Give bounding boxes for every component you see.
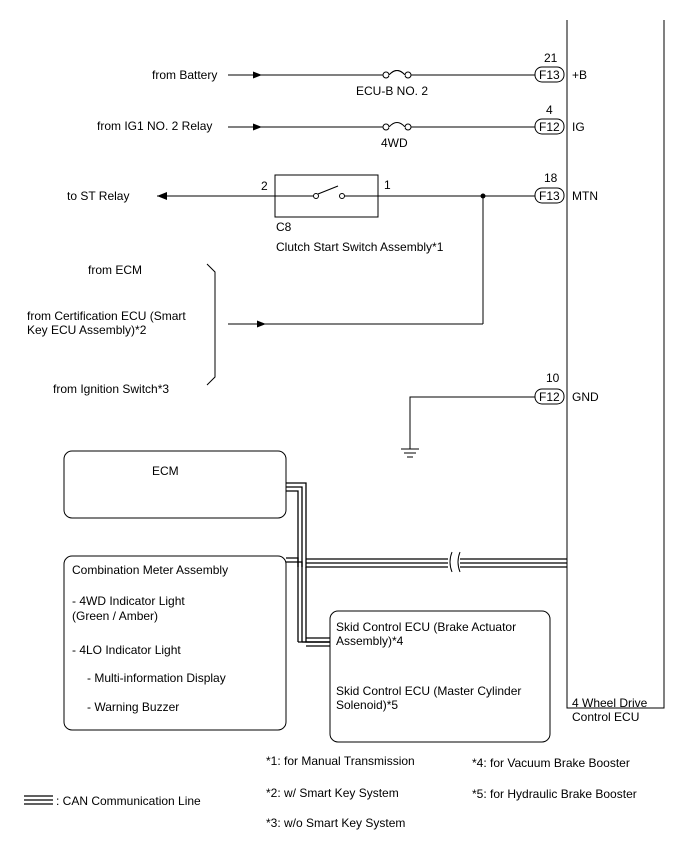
combination-meter-box: Combination Meter Assembly - 4WD Indicat… — [63, 555, 287, 731]
break-mark-icon — [457, 551, 461, 573]
connector-f12-label: F12 — [539, 120, 560, 134]
ecu-label-line2: Control ECU — [572, 710, 639, 724]
from-battery-label: from Battery — [152, 68, 217, 82]
terminal-ig-label: IG — [572, 120, 585, 134]
can-bus — [286, 482, 567, 647]
ecm-box: ECM — [63, 450, 287, 519]
connector-f13-pin18 — [534, 187, 565, 204]
fuse-icon — [382, 70, 412, 79]
fuse-4wd-label: 4WD — [381, 136, 408, 150]
meter-item-warning-buzzer: - Warning Buzzer — [87, 700, 179, 714]
meter-item-4wd-light: - 4WD Indicator Light — [72, 594, 185, 608]
pin-number-10: 10 — [546, 371, 560, 385]
from-ecm-label: from ECM — [88, 263, 142, 277]
connector-f13-pin21 — [534, 66, 565, 83]
pin-number-21: 21 — [544, 51, 558, 65]
mtn-circuit: to ST Relay 2 1 C8 Clutch Start Switch A… — [27, 171, 598, 396]
meter-title: Combination Meter Assembly — [72, 563, 228, 577]
footnote-1: *1: for Manual Transmission — [266, 754, 415, 768]
pin-number-4: 4 — [546, 103, 553, 117]
fuse-ecub-label: ECU-B NO. 2 — [356, 84, 428, 98]
footnote-3: *3: w/o Smart Key System — [266, 816, 405, 830]
skid-control-ecu-box: Skid Control ECU (Brake Actuator Assembl… — [329, 610, 551, 743]
terminal-mtn-label: MTN — [572, 189, 598, 203]
from-ignition-switch-label: from Ignition Switch*3 — [53, 382, 169, 396]
skid-ecu-line1: Skid Control ECU (Brake Actuator — [336, 620, 516, 634]
skid-ecu-line3: Skid Control ECU (Master Cylinder — [336, 684, 521, 698]
from-ig1-relay-label: from IG1 NO. 2 Relay — [97, 119, 212, 133]
to-st-relay-label: to ST Relay — [67, 189, 129, 203]
arrow-right-icon — [257, 320, 266, 328]
connector-f13-label: F13 — [539, 189, 560, 203]
clutch-switch-name: Clutch Start Switch Assembly*1 — [276, 240, 444, 254]
break-mark-icon — [449, 551, 453, 573]
battery-circuit: from Battery ECU-B NO. 2 21 F13 +B — [152, 51, 587, 98]
meter-item-multi-info-display: - Multi-information Display — [87, 671, 226, 685]
ground-circuit: 10 F12 GND — [401, 371, 599, 458]
can-legend: : CAN Communication Line — [24, 794, 201, 808]
ecu-label-line1: 4 Wheel Drive — [572, 696, 648, 710]
source-bracket — [206, 263, 216, 386]
meter-item-4lo-light: - 4LO Indicator Light — [72, 643, 181, 657]
switch-pin-2: 2 — [261, 179, 268, 193]
ecm-box-label: ECM — [152, 464, 179, 478]
from-cert-ecu-line2: Key ECU Assembly)*2 — [27, 323, 147, 337]
from-cert-ecu-line1: from Certification ECU (Smart — [27, 309, 186, 323]
connector-c8-label: C8 — [276, 220, 292, 234]
connector-f12-label: F12 — [539, 390, 560, 404]
terminal-gnd-label: GND — [572, 390, 599, 404]
arrow-left-icon — [157, 192, 167, 200]
skid-ecu-line4: Solenoid)*5 — [336, 698, 398, 712]
footnote-2: *2: w/ Smart Key System — [266, 786, 399, 800]
connector-f13-label: F13 — [539, 68, 560, 82]
switch-pin-1: 1 — [384, 178, 391, 192]
arrow-right-icon — [253, 71, 262, 79]
footnotes: *1: for Manual Transmission *2: w/ Smart… — [266, 754, 637, 830]
ig-circuit: from IG1 NO. 2 Relay 4WD 4 F12 IG — [97, 103, 585, 150]
can-legend-label: : CAN Communication Line — [56, 794, 201, 808]
meter-item-4wd-light-colors: (Green / Amber) — [72, 609, 158, 623]
ground-icon — [401, 448, 419, 458]
arrow-right-icon — [253, 123, 262, 131]
skid-ecu-line2: Assembly)*4 — [336, 634, 404, 648]
pin-number-18: 18 — [544, 171, 558, 185]
footnote-5: *5: for Hydraulic Brake Booster — [472, 787, 637, 801]
fuse-icon — [382, 122, 412, 131]
4wd-control-ecu: 4 Wheel Drive Control ECU — [566, 20, 665, 724]
footnote-4: *4: for Vacuum Brake Booster — [472, 756, 630, 770]
switch-icon — [275, 185, 378, 199]
connector-f12-pin4 — [534, 118, 565, 135]
can-line-legend-icon — [24, 795, 53, 805]
terminal-b-label: +B — [572, 68, 587, 82]
